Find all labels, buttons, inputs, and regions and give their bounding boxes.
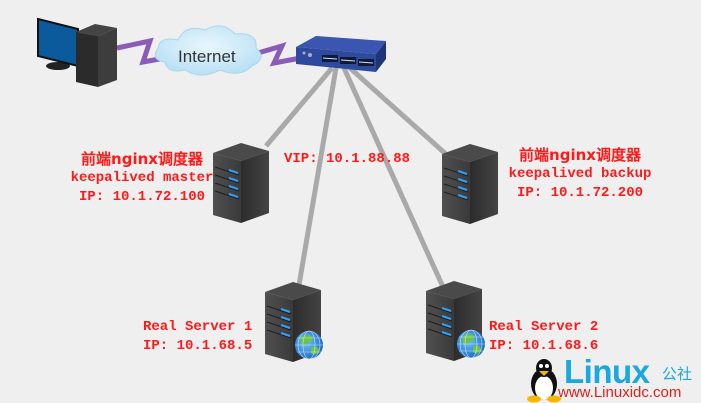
real-server-1-globe-icon [294, 330, 324, 360]
network-switch-icon [296, 36, 386, 72]
real-server-2-ip: IP: 10.1.68.6 [489, 338, 599, 354]
nginx-backup-label: 前端nginx调度器 keepalived backup IP: 10.1.72… [495, 146, 665, 203]
vip-label: VIP: 10.1.88.88 [284, 151, 411, 167]
real-server-2-label: Real Server 2 IP: 10.1.68.6 [489, 318, 598, 356]
nginx-backup-server-icon [441, 143, 499, 225]
real-server-1-ip: IP: 10.1.68.5 [143, 338, 253, 354]
internet-label: Internet [178, 47, 236, 66]
watermark-url: www.Linuxidc.com [558, 384, 682, 401]
backup-ip: IP: 10.1.72.200 [516, 185, 644, 201]
nginx-master-label: 前端nginx调度器 keepalived master IP: 10.1.72… [52, 150, 232, 207]
master-role: keepalived master [70, 170, 214, 186]
real-server-2-globe-icon [456, 329, 486, 359]
internet-cloud-icon [154, 25, 262, 76]
link-switch-rs2 [341, 66, 446, 289]
link-internet-switch [257, 42, 307, 67]
real-server-2-name: Real Server 2 [489, 319, 599, 335]
link-switch-backup [348, 66, 450, 158]
watermark-brand-cn: 公社 [662, 365, 693, 383]
linuxidc-watermark: Linux 公社 www.Linuxidc.com [524, 353, 701, 403]
master-title: 前端nginx调度器 [81, 150, 203, 168]
lan-links [264, 66, 450, 289]
master-ip: IP: 10.1.72.100 [78, 189, 206, 205]
client-computer-icon [37, 17, 117, 87]
link-switch-rs1 [296, 67, 339, 286]
link-switch-master [264, 66, 334, 148]
backup-role: keepalived backup [508, 166, 652, 182]
real-server-1-label: Real Server 1 IP: 10.1.68.5 [143, 318, 252, 356]
backup-title: 前端nginx调度器 [519, 146, 641, 164]
real-server-1-name: Real Server 1 [143, 319, 253, 335]
watermark-brand: Linux [564, 353, 650, 390]
tux-penguin-icon [527, 359, 561, 403]
